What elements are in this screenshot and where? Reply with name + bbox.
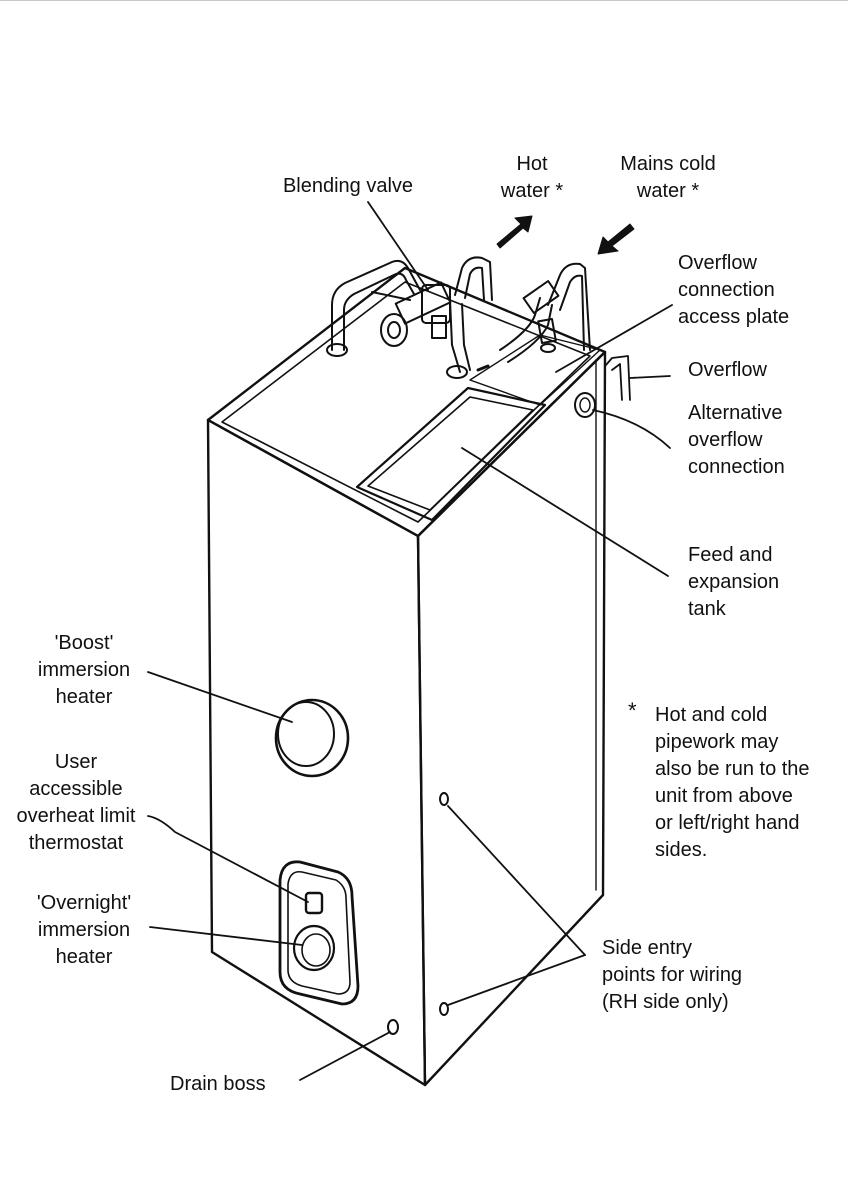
cabinet [206, 266, 607, 1087]
cabinet-side-face [416, 350, 607, 1087]
leader-overflow-plate [555, 304, 673, 373]
label-alt-overflow: Alternative overflow connection [688, 402, 785, 478]
leader-thermostat [147, 815, 309, 903]
label-feed-expansion-tank: Feed and expansion tank [688, 544, 780, 620]
label-overflow: Overflow [688, 359, 767, 381]
leader-overflow [629, 375, 671, 379]
hot-outlet-pipe [454, 256, 493, 301]
top-border-line [0, 0, 848, 1]
leader-drain [299, 1031, 391, 1081]
pipework [326, 256, 591, 379]
leader-alt-overflow [592, 409, 671, 449]
label-hot-water: Hot water * [500, 153, 564, 202]
label-overheat-thermostat: User accessible overheat limit thermosta… [16, 751, 136, 854]
cabinet-front-face [206, 418, 427, 1087]
cabinet-top-face [206, 266, 607, 538]
overflow-pipe [605, 355, 631, 401]
label-drain-boss: Drain boss [170, 1073, 266, 1095]
hot-water-arrow [496, 215, 533, 249]
leader-side-lower [447, 954, 586, 1006]
footnote-marker: * [628, 698, 637, 723]
label-overflow-access-plate: Overflow connection access plate [678, 252, 790, 328]
cold-loop-pipe [499, 297, 541, 351]
side-entry-hole-lower [439, 1002, 449, 1016]
cold-water-arrow [597, 223, 635, 255]
left-loop-pipe [331, 259, 421, 351]
label-mains-cold-water: Mains cold water * [620, 153, 716, 202]
cold-inlet-fitting [522, 280, 560, 314]
center-pipe [449, 299, 461, 373]
leader-feed-tank [461, 447, 669, 577]
left-pipe-nut [326, 343, 348, 357]
label-blending-valve: Blending valve [282, 175, 414, 197]
thermostat-knob [304, 891, 324, 915]
overflow-access-plate [469, 334, 601, 406]
side-entry-hole-upper [439, 792, 449, 806]
overnight-heater-panel [278, 860, 360, 1006]
alt-overflow-connection [574, 392, 596, 418]
cold-inlet-pipe [547, 262, 591, 351]
drain-boss [387, 1019, 399, 1035]
leader-boost [147, 671, 293, 723]
leader-side-upper [447, 805, 586, 956]
label-boost-heater: 'Boost' immersion heater [37, 632, 131, 708]
boost-heater-cap [274, 698, 350, 778]
feed-expansion-tank-lid [355, 386, 547, 522]
footnote-text: Hot and cold pipework may also be run to… [655, 704, 810, 861]
label-overnight-heater: 'Overnight' immersion heater [36, 892, 132, 968]
center-pipe-nut [446, 365, 468, 379]
leader-blending-valve [367, 201, 429, 291]
leader-overnight [149, 926, 303, 946]
leader-lines [147, 201, 673, 1081]
overflow-plate-screw [476, 364, 490, 372]
blending-valve [371, 281, 452, 347]
label-side-entry-points: Side entry points for wiring (RH side on… [602, 937, 743, 1013]
